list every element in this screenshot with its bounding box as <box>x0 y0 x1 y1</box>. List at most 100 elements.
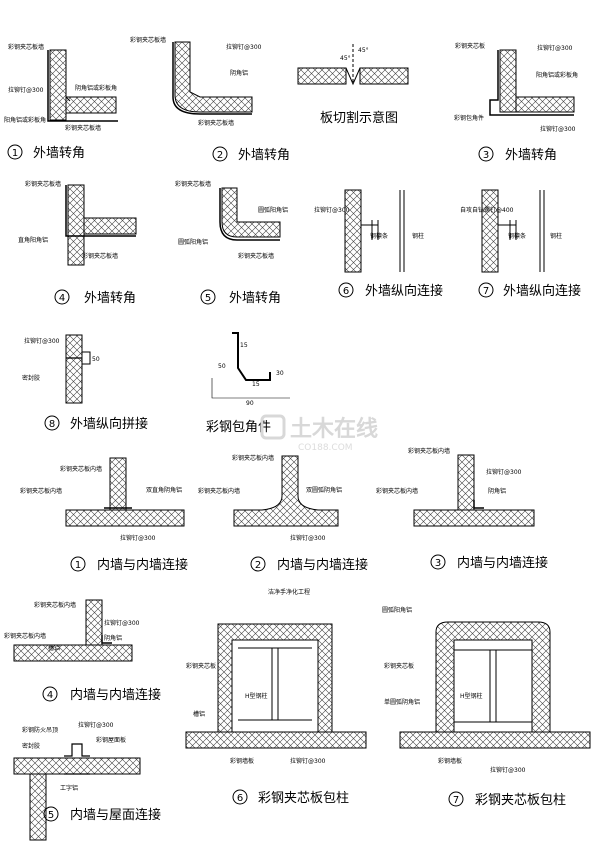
c7-label-6: 拉铆钉@300 <box>490 766 526 774</box>
inner-3-wall-joint: 彩钢夹芯板内墙 拉铆钉@300 彩钢夹芯板内墙 阴角铝 <box>376 447 535 527</box>
d5-label-4: 彩钢夹芯板墙 <box>238 252 274 260</box>
c7-label-2: 彩钢夹芯板 <box>384 662 414 670</box>
r5-label-5: 工字铝 <box>60 784 78 792</box>
detail-7-longitudinal-joint: 自攻自钻螺钉@400 钢檩条 钢柱 <box>460 189 562 273</box>
d1-label-1: 彩钢夹芯板墙 <box>8 43 44 51</box>
d3-label-2: 拉铆钉@300 <box>537 44 573 52</box>
d3-label-3: 阳角铝或彩板角 <box>536 71 578 79</box>
d5-label-1: 彩钢夹芯板墙 <box>175 180 211 188</box>
cut-angle-left: 45° <box>340 55 351 62</box>
caption-r2c4: 7 外墙纵向连接 <box>478 282 581 299</box>
c6-label-4: 彩钢墙板 <box>230 757 254 765</box>
d2-label-3: 阴角铝 <box>230 69 248 77</box>
svg-text:外墙转角: 外墙转角 <box>33 146 85 161</box>
svg-text:5: 5 <box>48 810 54 821</box>
c6-label-2: H型钢柱 <box>245 692 268 700</box>
d7-label-1: 自攻自钻螺钉@400 <box>460 206 514 214</box>
i4-label-1: 彩钢夹芯板内墙 <box>34 601 76 609</box>
cut-diagram-title: 板切割示意图 <box>320 110 398 126</box>
detail-1-outer-corner: 彩钢夹芯板墙 拉铆钉@300 阴角铝或彩板角 阳角铝或彩板角 彩钢夹芯板墙 <box>4 43 118 132</box>
c7-label-3: H型钢柱 <box>460 692 483 700</box>
r5-label-1: 彩钢防火吊顶 <box>22 726 58 734</box>
svg-text:3: 3 <box>483 150 489 161</box>
d6-label-2: 钢檩条 <box>370 232 388 240</box>
caption-r3c1: 8 外墙纵向拼接 <box>44 415 148 432</box>
svg-text:内墙与内墙连接: 内墙与内墙连接 <box>277 557 368 573</box>
bracket-dim-2: 50 <box>218 363 226 370</box>
d3-label-1: 彩钢夹芯板 <box>455 42 485 50</box>
i4-label-2: 拉铆钉@300 <box>104 619 140 627</box>
bracket-dim-1: 15 <box>240 342 248 349</box>
svg-text:彩钢夹芯板包柱: 彩钢夹芯板包柱 <box>475 793 566 808</box>
svg-text:1: 1 <box>12 148 18 159</box>
bracket-profile: 15 50 15 30 90 <box>211 332 290 407</box>
d5-label-3: 圆弧阳角铝 <box>178 238 208 246</box>
svg-text:内墙与屋面连接: 内墙与屋面连接 <box>70 807 161 823</box>
i3-label-3: 彩钢夹芯板内墙 <box>376 487 418 495</box>
svg-text:内墙与内墙连接: 内墙与内墙连接 <box>457 555 548 571</box>
i2-label-4: 拉铆钉@300 <box>290 534 326 542</box>
d3-label-4: 彩钢包角件 <box>454 114 484 122</box>
svg-text:2: 2 <box>217 150 223 161</box>
detail-2-outer-corner: 彩钢夹芯板墙 拉铆钉@300 阴角铝 彩钢夹芯板墙 <box>130 36 262 127</box>
i1-label-1: 彩钢夹芯板内墙 <box>60 465 102 473</box>
i4-label-3: 彩钢夹芯板内墙 <box>4 632 46 640</box>
d1-label-5: 彩钢夹芯板墙 <box>65 124 101 132</box>
watermark-logo-icon <box>260 414 286 440</box>
svg-text:外墙转角: 外墙转角 <box>84 291 136 306</box>
d2-label-4: 彩钢夹芯板墙 <box>198 119 234 127</box>
i3-label-1: 彩钢夹芯板内墙 <box>408 447 450 455</box>
svg-text:4: 4 <box>47 690 53 701</box>
svg-text:6: 6 <box>343 286 349 297</box>
svg-text:6: 6 <box>237 793 243 804</box>
c7-label-1: 圆弧阳角铝 <box>382 606 412 614</box>
column-wrap-7: 圆弧阳角铝 彩钢夹芯板 H型钢柱 单圆弧阴角铝 彩钢墙板 拉铆钉@300 <box>382 606 591 774</box>
d4-label-1: 彩钢夹芯板墙 <box>25 180 61 188</box>
i1-label-4: 拉铆钉@300 <box>120 534 156 542</box>
svg-text:外墙纵向拼接: 外墙纵向拼接 <box>70 416 148 432</box>
caption-r1c1: 1 外墙转角 <box>7 144 85 161</box>
d8-label-dim: 50 <box>92 356 100 363</box>
d8-label-2: 密封胶 <box>22 374 40 382</box>
svg-text:7: 7 <box>453 795 459 806</box>
inner-5-roof-joint: 彩钢防火吊顶 拉铆钉@300 密封胶 彩钢屋面板 工字铝 <box>13 721 141 841</box>
svg-text:1: 1 <box>75 560 81 571</box>
detail-6-longitudinal-joint: 拉铆钉@300 钢檩条 钢柱 <box>314 189 424 273</box>
d2-label-1: 彩钢夹芯板墙 <box>130 36 166 44</box>
svg-text:5: 5 <box>205 293 211 304</box>
caption-r2c1: 4 外墙转角 <box>54 289 136 306</box>
d8-label-1: 拉铆钉@300 <box>24 337 60 345</box>
board-cut-diagram: 45° 45° 板切割示意图 <box>297 44 409 126</box>
caption-r4c1: 1 内墙与内墙连接 <box>70 556 188 573</box>
c6-label-3: 槽铝 <box>193 710 205 718</box>
i4-label-5: 槽铝 <box>48 644 60 652</box>
svg-text:外墙转角: 外墙转角 <box>229 291 281 306</box>
i1-label-3: 双直角阴角铝 <box>146 486 182 494</box>
svg-text:外墙纵向连接: 外墙纵向连接 <box>365 283 443 299</box>
inner-4-wall-joint: 彩钢夹芯板内墙 拉铆钉@300 彩钢夹芯板内墙 阴角铝 槽铝 <box>4 599 140 662</box>
bracket-dim-4: 30 <box>276 370 284 377</box>
caption-r2c2: 5 外墙转角 <box>200 289 281 306</box>
i2-label-3: 双圆弧阴角铝 <box>306 486 342 494</box>
d4-label-3: 彩钢夹芯板墙 <box>82 252 118 260</box>
watermark: 土木在线 CO188.COM <box>260 414 378 453</box>
svg-text:外墙纵向连接: 外墙纵向连接 <box>503 283 581 299</box>
caption-r4c2: 2 内墙与内墙连接 <box>250 556 368 573</box>
i2-label-2: 彩钢夹芯板内墙 <box>198 487 240 495</box>
c7-label-4: 单圆弧阴角铝 <box>384 698 420 706</box>
svg-text:内墙与内墙连接: 内墙与内墙连接 <box>70 687 161 703</box>
detail-5-outer-corner: 彩钢夹芯板墙 圆弧阳角铝 圆弧阳角铝 彩钢夹芯板墙 <box>175 180 288 260</box>
i3-label-2: 拉铆钉@300 <box>486 468 522 476</box>
d6-label-3: 钢柱 <box>412 232 424 240</box>
caption-r2c3: 6 外墙纵向连接 <box>338 282 443 299</box>
caption-r5c2: 6 彩钢夹芯板包柱 <box>232 789 349 806</box>
i2-label-1: 彩钢夹芯板内墙 <box>232 454 274 462</box>
d7-label-3: 钢柱 <box>550 232 562 240</box>
caption-r1c2: 2 外墙转角 <box>212 146 290 163</box>
i4-label-4: 阴角铝 <box>104 634 122 642</box>
d1-label-4: 阳角铝或彩板角 <box>4 116 46 124</box>
svg-text:7: 7 <box>483 286 489 297</box>
svg-text:CO188.COM: CO188.COM <box>298 443 353 453</box>
